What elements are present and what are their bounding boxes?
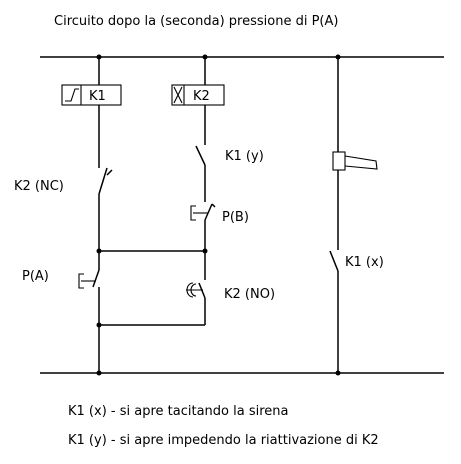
relay-k1-label: K1 bbox=[89, 89, 106, 104]
pushbutton-pa-icon bbox=[78, 273, 84, 289]
siren-body bbox=[332, 151, 346, 171]
contact-k2-nc-arm bbox=[98, 167, 108, 195]
pushbutton-pb-stop bbox=[211, 203, 216, 208]
contact-k1-x-label: K1 (x) bbox=[345, 255, 384, 270]
pushbutton-pb-contact bbox=[204, 203, 213, 221]
relay-cross-symbol-icon bbox=[173, 86, 183, 104]
siren-horn bbox=[344, 155, 378, 170]
pushbutton-pb-icon bbox=[190, 205, 196, 221]
relay-k1: K1 bbox=[61, 84, 122, 106]
relay-k2-label: K2 bbox=[193, 89, 210, 104]
contact-k1-x bbox=[329, 250, 339, 272]
contact-k2-nc-label: K2 (NC) bbox=[14, 179, 64, 194]
pushbutton-pb-label: P(B) bbox=[222, 210, 249, 225]
note-k1-x: K1 (x) - si apre tacitando la sirena bbox=[68, 404, 288, 419]
contact-k1-y-label: K1 (y) bbox=[225, 149, 264, 164]
note-k1-y: K1 (y) - si apre impedendo la riattivazi… bbox=[68, 433, 379, 448]
contact-k2-nc bbox=[98, 167, 113, 195]
pushbutton-pa bbox=[78, 269, 100, 289]
contact-k1-y bbox=[195, 145, 206, 166]
contact-k2-no bbox=[186, 282, 206, 299]
junction-dots bbox=[96, 54, 341, 376]
relay-k1-coil bbox=[61, 84, 122, 106]
latch-symbol-icon bbox=[65, 88, 79, 102]
pushbutton-pa-contact bbox=[92, 269, 100, 288]
contact-k1-y-arm bbox=[195, 145, 206, 166]
siren-icon bbox=[332, 151, 378, 171]
pushbutton-pb bbox=[190, 203, 216, 221]
contact-k2-no-label: K2 (NO) bbox=[224, 287, 275, 302]
diagram-title: Circuito dopo la (seconda) pressione di … bbox=[54, 14, 338, 29]
relay-k2: K2 bbox=[171, 84, 225, 106]
contact-k2-nc-stop bbox=[106, 169, 113, 176]
relay-k2-coil bbox=[171, 84, 225, 106]
pushbutton-pa-label: P(A) bbox=[22, 269, 49, 284]
contact-k1-x-arm bbox=[329, 250, 339, 272]
